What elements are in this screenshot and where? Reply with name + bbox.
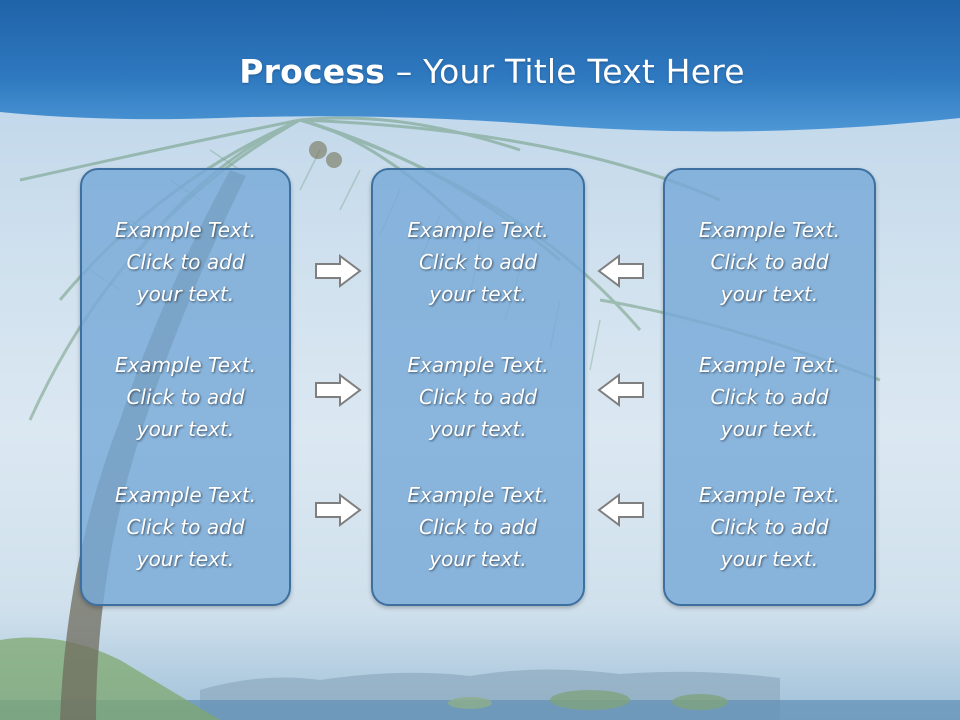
right-arrow-icon (315, 493, 362, 527)
left-arrow-icon (597, 373, 644, 407)
left-arrow-icon (597, 493, 644, 527)
process-panel-3[interactable]: Example Text. Click to add your text. Ex… (663, 168, 876, 606)
panel-1-text-2[interactable]: Example Text. Click to add your text. (114, 353, 257, 441)
panel-3-text-3[interactable]: Example Text. Click to add your text. (698, 483, 841, 571)
panel-3-text-1[interactable]: Example Text. Click to add your text. (698, 218, 841, 306)
right-arrow-icon (315, 373, 362, 407)
panel-3-text-2[interactable]: Example Text. Click to add your text. (698, 353, 841, 441)
title-rest: – Your Title Text Here (385, 52, 745, 91)
panel-2-text-3[interactable]: Example Text. Click to add your text. (407, 483, 549, 571)
panel-1-text-3[interactable]: Example Text. Click to add your text. (114, 483, 257, 571)
right-arrow-icon (315, 254, 362, 288)
panel-2-text-1[interactable]: Example Text. Click to add your text. (407, 218, 549, 306)
title-bold: Process (239, 52, 386, 91)
slide-title[interactable]: Process – Your Title Text Here (0, 52, 960, 91)
process-panel-2[interactable]: Example Text. Click to add your text. Ex… (371, 168, 585, 606)
panel-2-text-2[interactable]: Example Text. Click to add your text. (407, 353, 549, 441)
left-arrow-icon (597, 254, 644, 288)
process-panel-1[interactable]: Example Text. Click to add your text. Ex… (80, 168, 291, 606)
header-band (0, 0, 960, 132)
panel-1-text-1[interactable]: Example Text. Click to add your text. (114, 218, 257, 306)
